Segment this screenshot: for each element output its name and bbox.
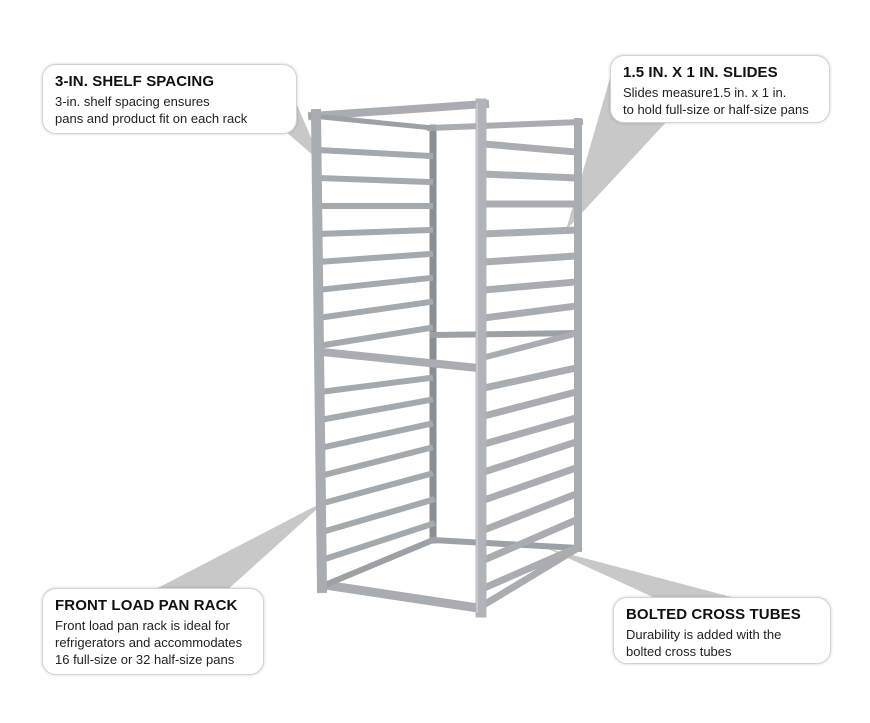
callout-pointers: [150, 78, 735, 598]
pan-rack: [307, 98, 584, 618]
callout-text: Durability is added with the bolted cros…: [626, 627, 782, 659]
callout-slides: 1.5 IN. X 1 IN. SLIDES Slides measure1.5…: [610, 55, 830, 123]
pointer-bolted: [546, 548, 735, 598]
callout-title: FRONT LOAD PAN RACK: [55, 597, 238, 614]
callout-text: Front load pan rack is ideal for refrige…: [55, 618, 243, 667]
callout-title: BOLTED CROSS TUBES: [626, 606, 801, 623]
pointer-front-load: [150, 500, 327, 592]
callout-title: 1.5 IN. X 1 IN. SLIDES: [623, 64, 778, 81]
callout-text: Slides measure1.5 in. x 1 in. to hold fu…: [623, 85, 809, 117]
callout-text: 3-in. shelf spacing ensures pans and pro…: [55, 94, 248, 126]
callout-shelf-spacing: 3-IN. SHELF SPACING 3-in. shelf spacing …: [42, 64, 297, 134]
callout-title: 3-IN. SHELF SPACING: [55, 73, 215, 90]
callout-front-load: FRONT LOAD PAN RACK Front load pan rack …: [42, 588, 264, 675]
callout-bolted-cross-tubes: BOLTED CROSS TUBES Durability is added w…: [613, 597, 831, 664]
